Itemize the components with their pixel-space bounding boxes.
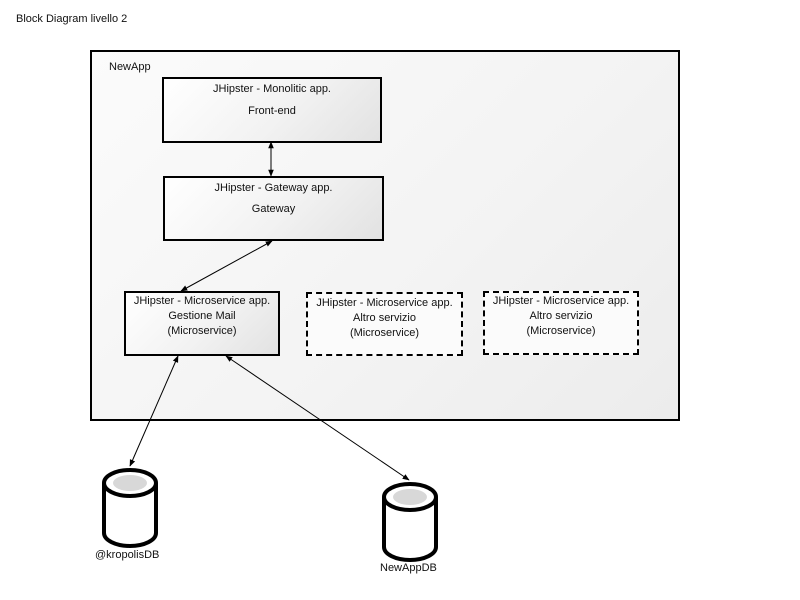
- mail-newappdb-connector: [225, 355, 410, 481]
- frontend-block[interactable]: JHipster - Monolitic app. Front-end: [162, 77, 382, 143]
- mail-microservice-title: JHipster - Microservice app.: [133, 295, 271, 307]
- gateway-mail-connector: [180, 240, 273, 292]
- other-microservice-1-type: (Microservice): [349, 327, 420, 339]
- other-microservice-2-title: JHipster - Microservice app.: [492, 295, 630, 307]
- other-microservice-1-title: JHipster - Microservice app.: [316, 297, 453, 309]
- other-microservice-2-name: Altro servizio: [529, 310, 593, 322]
- other-microservice-2-type: (Microservice): [526, 325, 596, 337]
- gateway-block[interactable]: JHipster - Gateway app. Gateway: [163, 176, 384, 241]
- mail-kropolisdb-connector: [129, 355, 179, 467]
- mail-microservice-type: (Microservice): [167, 325, 237, 337]
- newappdb-label: NewAppDB: [380, 562, 437, 574]
- mail-microservice-name: Gestione Mail: [168, 310, 236, 322]
- other-microservice-block-1[interactable]: JHipster - Microservice app. Altro servi…: [306, 292, 463, 356]
- page-title: Block Diagram livello 2: [16, 13, 128, 25]
- frontend-subtitle: Front-end: [248, 105, 296, 117]
- other-microservice-1-name: Altro servizio: [353, 312, 416, 324]
- gateway-subtitle: Gateway: [251, 203, 296, 215]
- kropolisdb-label: @kropolisDB: [95, 549, 160, 561]
- kropolisdb-cylinder-icon[interactable]: [101, 465, 159, 549]
- mail-microservice-block[interactable]: JHipster - Microservice app. Gestione Ma…: [124, 291, 280, 356]
- other-microservice-block-2[interactable]: JHipster - Microservice app. Altro servi…: [483, 291, 639, 355]
- frontend-title: JHipster - Monolitic app.: [213, 83, 331, 95]
- newappdb-cylinder-icon[interactable]: [381, 479, 439, 563]
- gateway-title: JHipster - Gateway app.: [214, 182, 333, 194]
- container-label: NewApp: [109, 61, 151, 73]
